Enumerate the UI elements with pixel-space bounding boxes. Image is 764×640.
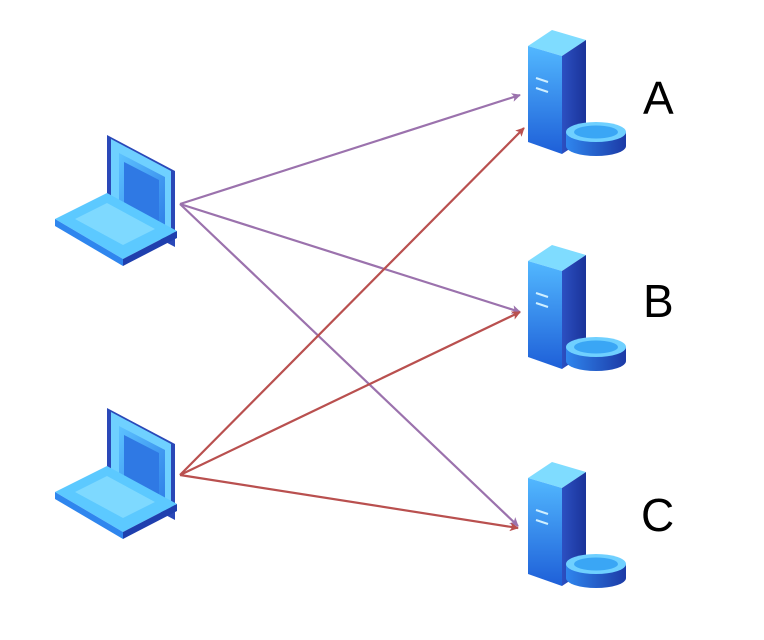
server-database-icon bbox=[528, 462, 626, 588]
laptop-icon bbox=[55, 135, 177, 266]
arrow-bottom-client-to-c bbox=[179, 473, 519, 532]
arrow-top-client-to-b bbox=[179, 202, 521, 314]
server-database-icon bbox=[528, 245, 626, 371]
arrow-bottom-client-to-b bbox=[179, 311, 521, 476]
server-a-label: A bbox=[643, 72, 674, 124]
server-database-icon bbox=[528, 30, 626, 156]
arrow-top-client-to-c bbox=[179, 203, 519, 527]
arrow-bottom-client-to-a bbox=[179, 127, 525, 476]
server-b-label: B bbox=[643, 275, 674, 327]
laptop-icon bbox=[55, 408, 177, 539]
arrow-top-client-to-a bbox=[179, 93, 521, 206]
server-c-label: C bbox=[641, 489, 674, 541]
connections bbox=[179, 93, 525, 532]
